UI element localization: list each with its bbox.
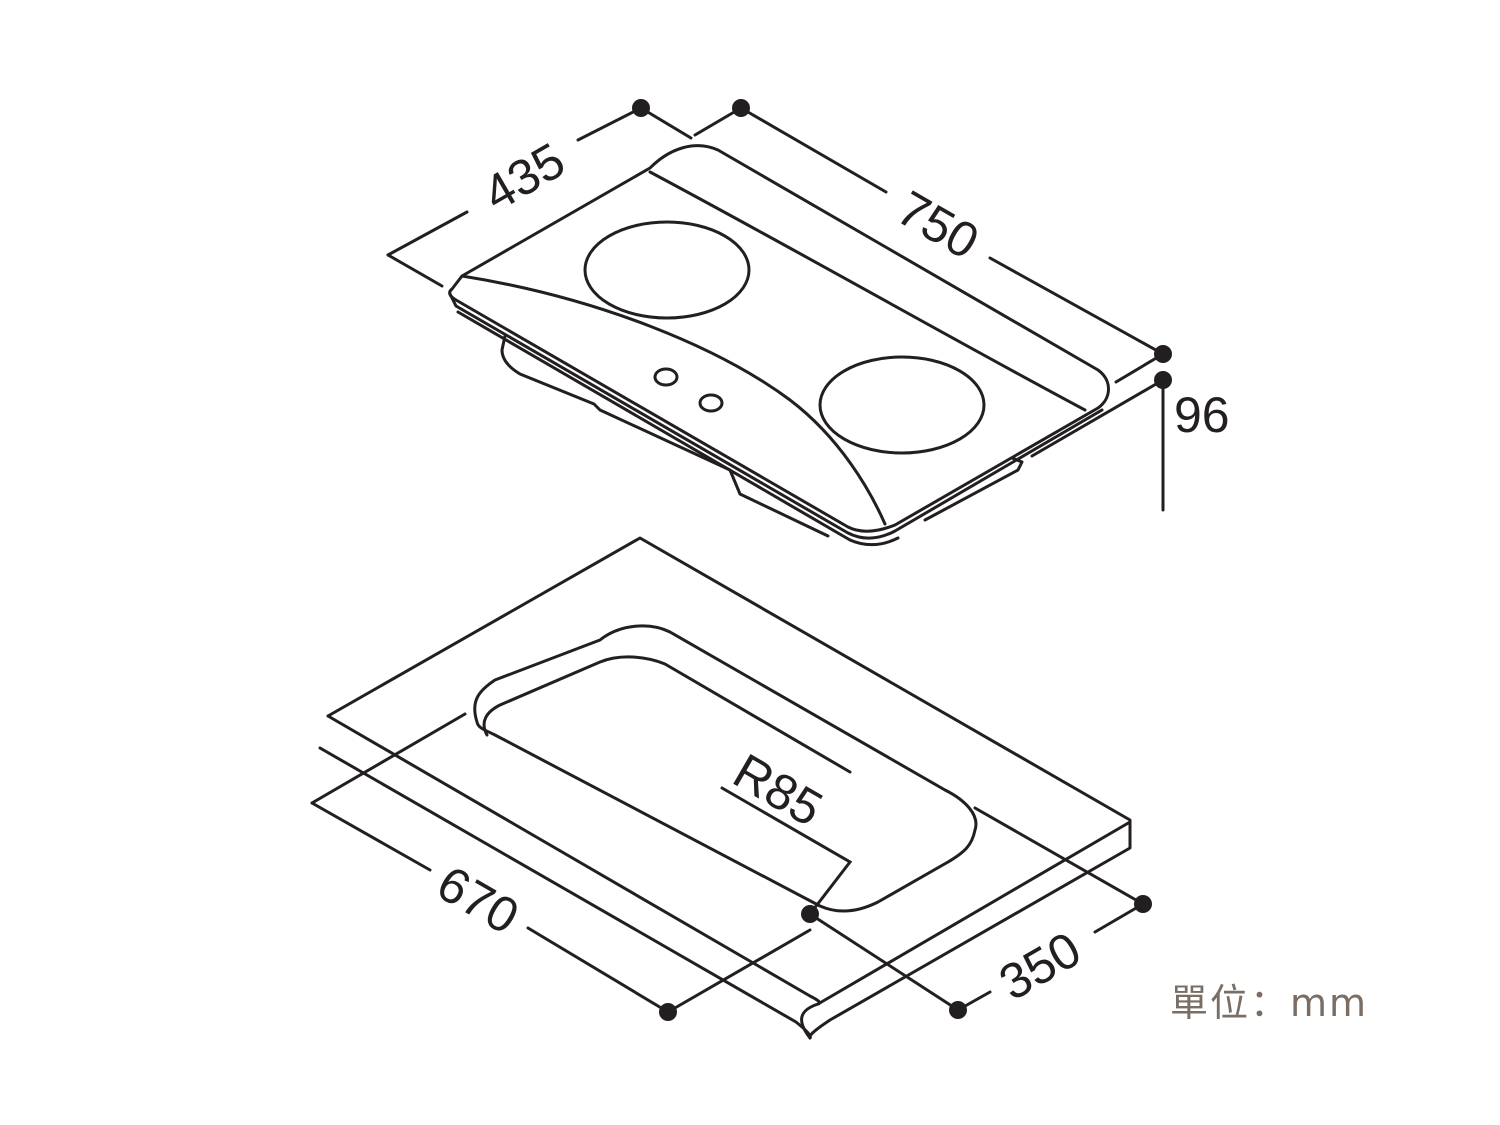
cutout-inner-rim — [482, 655, 852, 774]
countertop-front-nose — [800, 1002, 820, 1040]
dimension-670-label: 670 — [428, 855, 528, 945]
dimension-750-dot-end — [1154, 345, 1172, 363]
radius-leader — [720, 786, 853, 916]
cooktop-glass-edge — [448, 292, 1104, 540]
dimension-350-dot-end — [1134, 895, 1152, 913]
cooktop-control-panel-curve — [460, 274, 887, 526]
dimension-670: 670 — [310, 712, 812, 1021]
dimension-350-label: 350 — [990, 921, 1090, 1011]
dimension-435: 435 — [386, 99, 693, 288]
control-knob-left — [653, 367, 679, 387]
dimension-96: 96 — [1030, 371, 1230, 512]
countertop-drawing — [318, 536, 1132, 1040]
burner-ring-left — [583, 220, 751, 320]
burner-ring-right — [818, 355, 986, 455]
dimension-96-label: 96 — [1174, 387, 1230, 443]
cutout-outer-rim — [473, 624, 978, 913]
dimension-350-dot-start — [801, 905, 819, 923]
dimension-96-dot — [1154, 371, 1172, 389]
dimension-350-dot-mid — [949, 1001, 967, 1019]
cooktop-body-right — [923, 456, 1024, 522]
dimension-435-dot-end — [632, 99, 650, 117]
dimension-750: 750 — [693, 99, 1172, 384]
dimension-670-dot — [659, 1003, 677, 1021]
cooktop-drawing — [448, 144, 1110, 547]
cooktop-body-left — [500, 334, 830, 538]
dimension-435-label: 435 — [474, 132, 574, 222]
control-knob-right — [698, 393, 724, 413]
dimension-750-dot-start — [732, 99, 750, 117]
dimension-r85-label: R85 — [724, 743, 831, 837]
cooktop-back-ridge — [648, 170, 1087, 412]
cooktop-lower-edge — [456, 310, 900, 547]
unit-label: 單位：mm — [1170, 981, 1369, 1025]
